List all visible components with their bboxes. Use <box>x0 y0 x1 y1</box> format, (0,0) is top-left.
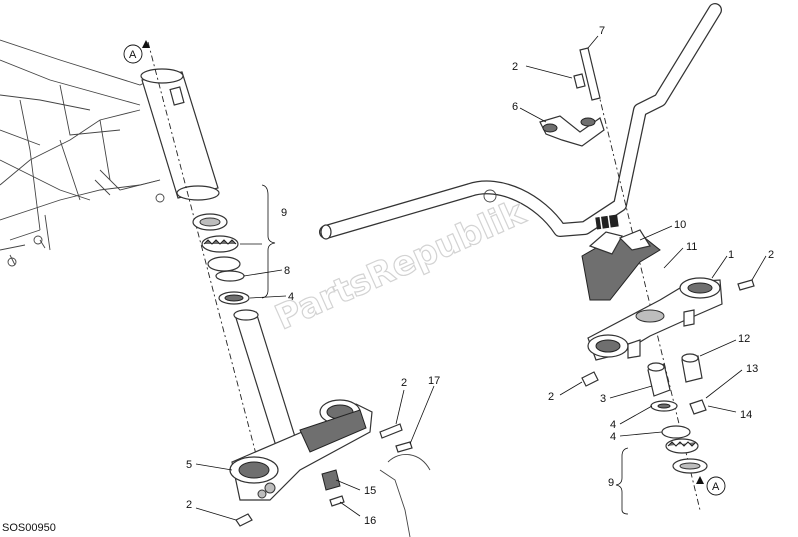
callout-2-mid: 2 <box>548 391 554 403</box>
reference-mark-a-bottom <box>706 476 726 496</box>
callout-16: 16 <box>364 515 376 527</box>
callout-6: 6 <box>512 101 518 113</box>
handlebar-risers <box>539 47 661 301</box>
leader-lines <box>195 35 767 521</box>
callout-10: 10 <box>674 219 686 231</box>
callout-2-right: 2 <box>768 249 774 261</box>
callout-5: 5 <box>186 459 192 471</box>
callout-4-right-lower: 4 <box>610 431 616 443</box>
callout-2-left: 2 <box>401 377 407 389</box>
callouts: 7 2 6 10 11 1 2 12 13 14 2 3 4 4 9 9 8 4… <box>186 25 774 527</box>
lower-triple-clamp-left <box>229 309 373 501</box>
upper-triple-clamp <box>587 277 723 361</box>
arrow-up-icon <box>142 40 150 48</box>
reference-mark-a-top <box>123 44 143 64</box>
callout-9-left: 9 <box>281 207 287 219</box>
callout-15: 15 <box>364 485 376 497</box>
callout-17: 17 <box>428 375 440 387</box>
frame <box>0 39 220 267</box>
drawing-code: SOS00950 <box>2 522 56 534</box>
callout-12: 12 <box>738 333 750 345</box>
group-bracket-left <box>261 184 276 299</box>
callout-13: 13 <box>746 363 758 375</box>
left-bearing-stack <box>192 213 250 305</box>
callout-7: 7 <box>599 25 605 37</box>
callout-8: 8 <box>284 265 290 277</box>
right-bearing-stack <box>581 279 755 474</box>
callout-2-upper: 2 <box>512 61 518 73</box>
callout-4-left: 4 <box>288 291 294 303</box>
callout-4-right-upper: 4 <box>610 419 616 431</box>
group-bracket-right <box>615 447 629 515</box>
reference-mark-a-top-label: A <box>129 49 137 61</box>
callout-11: 11 <box>686 241 697 253</box>
callout-14: 14 <box>740 409 752 421</box>
handlebar <box>319 3 722 240</box>
screws-left <box>235 423 431 537</box>
callout-3: 3 <box>600 393 606 405</box>
reference-mark-a-bottom-label: A <box>712 481 720 493</box>
callout-1: 1 <box>728 249 734 261</box>
callout-9-right: 9 <box>608 477 614 489</box>
callout-2-bottom: 2 <box>186 499 192 511</box>
arrow-down-icon <box>696 476 704 484</box>
steering-axis-left <box>147 41 269 501</box>
